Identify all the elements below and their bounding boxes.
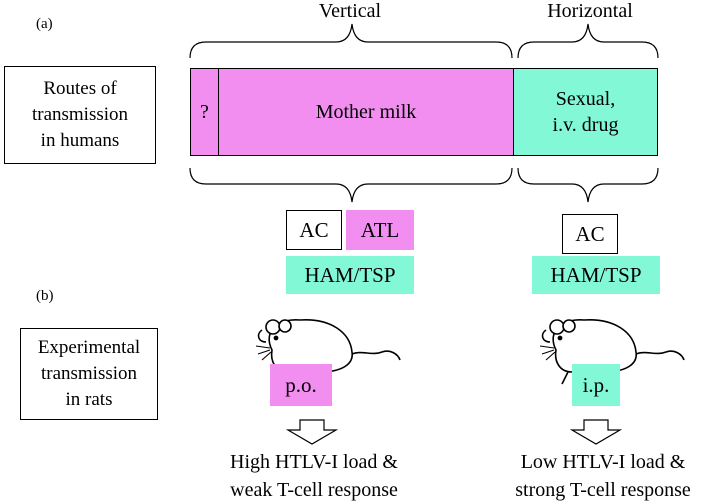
bar-horizontal-segment: Sexual, i.v. drug — [513, 68, 658, 156]
vertical-heading: Vertical — [318, 0, 382, 22]
vertical-atl-box: ATL — [346, 210, 414, 250]
routes-line-3: in humans — [40, 130, 120, 151]
brace-horizontal-top — [517, 23, 659, 59]
brace-horizontal-bottom — [517, 167, 659, 203]
horizontal-heading: Horizontal — [547, 0, 633, 22]
rat-icon-right — [539, 319, 685, 385]
brace-vertical-bottom — [189, 167, 513, 203]
vertical-ac-box: AC — [286, 210, 342, 250]
rats-line-3: in rats — [65, 389, 113, 410]
bar-unknown-segment: ? — [190, 68, 219, 156]
result-left-line-1: High HTLV-I load & — [230, 451, 398, 473]
rats-line-1: Experimental — [37, 337, 141, 358]
arrow-right — [569, 419, 623, 445]
rats-line-2: transmission — [40, 363, 138, 384]
routes-line-1: Routes of — [43, 78, 117, 99]
result-right-line-1: Low HTLV-I load & — [520, 451, 686, 473]
result-left: High HTLV-I load & weak T-cell response — [196, 448, 432, 504]
horizontal-ham-box: HAM/TSP — [532, 256, 660, 294]
bar-mother-milk-segment: Mother milk — [218, 68, 514, 156]
horizontal-ac-box: AC — [562, 214, 618, 254]
result-right-line-2: strong T-cell response — [515, 479, 691, 501]
panel-label-b: (b) — [36, 288, 54, 304]
vertical-ham-box: HAM/TSP — [286, 256, 414, 294]
result-right: Low HTLV-I load & strong T-cell response — [488, 448, 718, 504]
bar-horizontal-line-1: Sexual, — [555, 88, 616, 110]
rats-box: Experimental transmission in rats — [20, 328, 158, 420]
brace-vertical-top — [189, 23, 513, 59]
bar-horizontal-line-2: i.v. drug — [552, 114, 619, 136]
arrow-left — [285, 419, 339, 445]
panel-label-a: (a) — [36, 16, 53, 32]
oral-route-tag: p.o. — [270, 364, 332, 406]
routes-human-box: Routes of transmission in humans — [4, 66, 156, 164]
ip-route-tag: i.p. — [572, 364, 620, 406]
routes-line-2: transmission — [31, 104, 129, 125]
result-left-line-2: weak T-cell response — [230, 479, 398, 501]
